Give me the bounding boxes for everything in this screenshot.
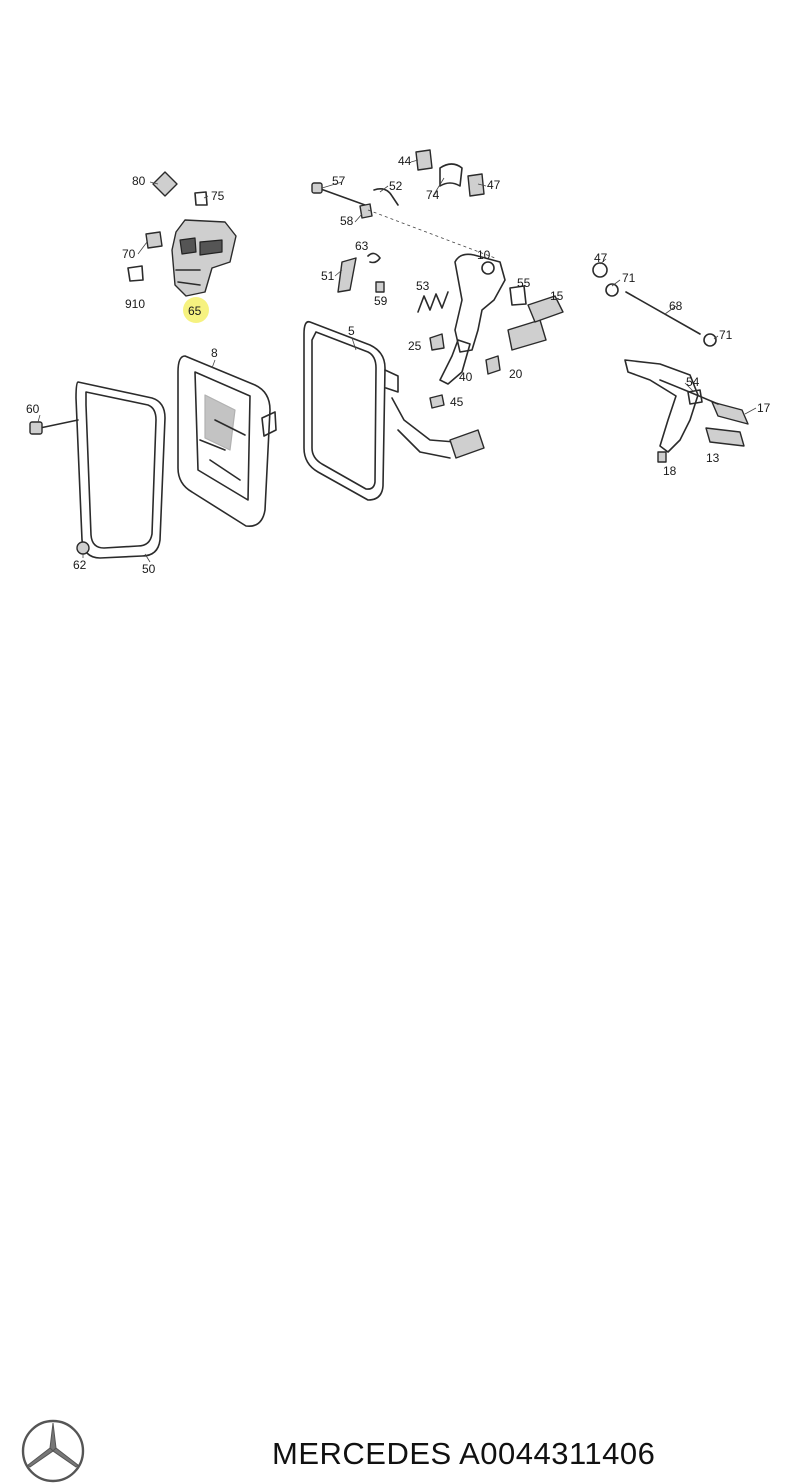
callout-15: 15: [550, 289, 564, 303]
callout-8: 8: [211, 346, 218, 360]
callout-71: 71: [622, 271, 636, 285]
connector-20: [485, 355, 501, 375]
callout-20: 20: [509, 367, 523, 381]
clip-55: [509, 285, 527, 306]
mercedes-star-icon: [21, 1419, 85, 1483]
highlight-marker: [183, 297, 209, 323]
callout-65: 65: [188, 304, 202, 318]
callout-62: 62: [73, 558, 87, 572]
callout-910: 910: [125, 297, 145, 311]
callout-40: 40: [459, 370, 473, 384]
clip-25: [429, 333, 445, 351]
plug-70: [145, 231, 163, 249]
brand-name: MERCEDES: [272, 1436, 452, 1471]
pad-15: [527, 295, 564, 323]
clip-63: [367, 252, 381, 264]
callout-63: 63: [355, 239, 369, 253]
lower-pedal-arm: [391, 397, 456, 459]
callout-25: 25: [408, 339, 422, 353]
cap-45: [429, 394, 445, 409]
pedal-pad-lower: [449, 429, 485, 459]
callout-18: 18: [663, 464, 677, 478]
callout-59: 59: [374, 294, 388, 308]
callout-10: 10: [477, 248, 491, 262]
bolt-51: [337, 257, 357, 293]
cover-plate: [303, 320, 399, 501]
clip-75: [194, 191, 208, 206]
bracket-910: [127, 265, 144, 282]
callout-57: 57: [332, 174, 346, 188]
callout-55: 55: [517, 276, 531, 290]
gasket-frame: [75, 381, 166, 559]
callout-labels: 80 75 70 910 65 57 52 58 44 74 47 63 51 …: [26, 154, 771, 576]
callout-52: 52: [389, 179, 403, 193]
callout-60: 60: [26, 402, 40, 416]
clip-52: [373, 188, 399, 206]
callout-17: 17: [757, 401, 771, 415]
callout-51: 51: [321, 269, 335, 283]
bolt-60: [29, 419, 79, 435]
bushings-44-74-47: [415, 149, 485, 197]
spring-53: [417, 291, 449, 313]
brake-pedal-lever: [454, 253, 547, 353]
callout-54: 54: [686, 375, 700, 389]
screw-18: [657, 451, 667, 463]
bushing-58: [359, 203, 373, 219]
footer: MERCEDES A0044311406: [0, 700, 800, 1483]
callout-50: 50: [142, 562, 156, 576]
disc-80: [152, 171, 178, 197]
callout-13: 13: [706, 451, 720, 465]
callout-47b: 47: [594, 251, 608, 265]
callout-75: 75: [211, 189, 225, 203]
pin-57: [311, 182, 366, 206]
pedal-housing: [177, 355, 277, 527]
shaft-68: [592, 262, 717, 347]
callout-74: 74: [426, 188, 440, 202]
right-pedal-assembly: [624, 359, 749, 453]
callout-70: 70: [122, 247, 136, 261]
part-caption: MERCEDES A0044311406: [272, 1436, 655, 1472]
callout-58: 58: [340, 214, 354, 228]
switch-40: [439, 339, 471, 385]
leader-lines: [37, 159, 757, 563]
callout-53: 53: [416, 279, 430, 293]
callout-47: 47: [487, 178, 501, 192]
screw-59: [375, 281, 385, 293]
callout-5: 5: [348, 324, 355, 338]
part-number: A0044311406: [459, 1436, 656, 1471]
nut-62: [76, 541, 90, 555]
clip-54: [687, 389, 703, 405]
callout-71b: 71: [719, 328, 733, 342]
callout-45: 45: [450, 395, 464, 409]
callout-80: 80: [132, 174, 146, 188]
exploded-parts-diagram: 80 75 70 910 65 57 52 58 44 74 47 63 51 …: [26, 149, 771, 576]
valve-body-65: [171, 219, 237, 297]
callout-44: 44: [398, 154, 412, 168]
